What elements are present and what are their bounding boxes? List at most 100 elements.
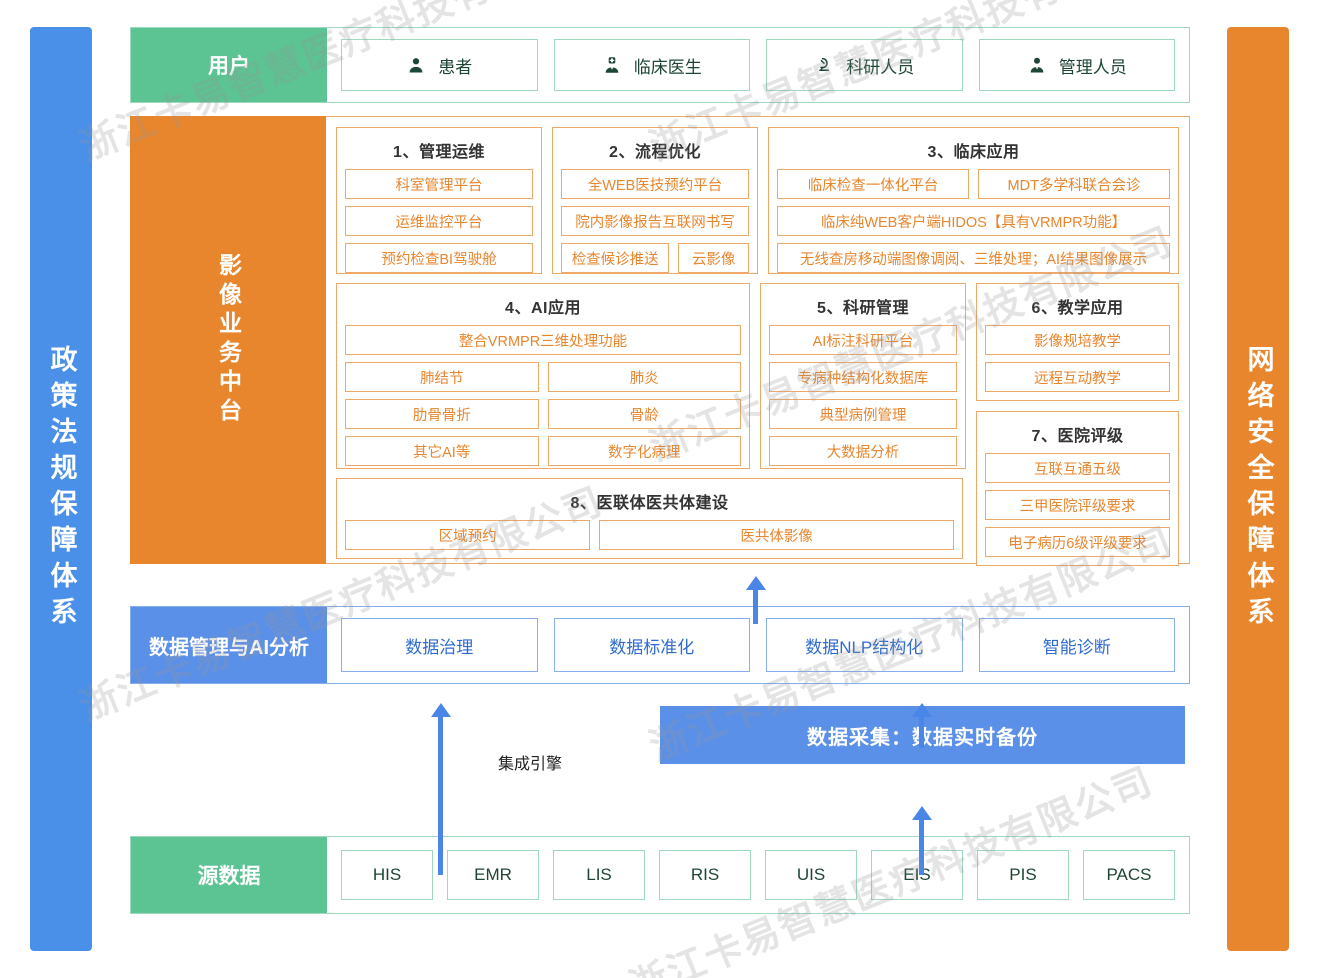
platform-cell[interactable]: 云影像 — [678, 243, 749, 273]
group-row: 影像规培教学 — [985, 325, 1170, 355]
right-banner-label: 网络安全保障体系 — [1243, 345, 1274, 633]
platform-cell[interactable]: 无线查房移动端图像调阅、三维处理；AI结果图像展示 — [777, 243, 1170, 273]
platform-cell[interactable]: 电子病历6级评级要求 — [985, 527, 1170, 557]
platform-band-bottom: 8、医联体医共体建设 区域预约 医共体影像 — [336, 478, 1179, 559]
group-row: 远程互动教学 — [985, 362, 1170, 392]
user-layer: 用户 患者 — [130, 27, 1190, 103]
user-item-administrator[interactable]: 管理人员 — [978, 39, 1175, 91]
platform-cell[interactable]: 数字化病理 — [547, 436, 741, 466]
doctor-icon — [602, 55, 622, 75]
user-item-label: 管理人员 — [1058, 57, 1127, 77]
platform-cell[interactable]: 其它AI等 — [345, 436, 539, 466]
left-banner-label: 政策法规保障体系 — [46, 345, 77, 633]
group-row: AI标注科研平台 — [769, 325, 957, 355]
platform-cell[interactable]: 肺结节 — [345, 362, 539, 392]
data-layer-label: 数据管理与AI分析 — [131, 607, 327, 683]
group-row: 三甲医院评级要求 — [985, 490, 1170, 520]
platform-cell[interactable]: 院内影像报告互联网书写 — [561, 206, 749, 236]
group-row: 临床纯WEB客户端HIDOS【具有VRMPR功能】 — [777, 206, 1170, 236]
user-item-clinician[interactable]: 临床医生 — [553, 39, 750, 91]
user-item-label: 科研人员 — [846, 57, 915, 77]
group-title: 6、教学应用 — [1031, 300, 1124, 317]
right-security-banner: 网络安全保障体系 — [1227, 27, 1289, 951]
platform-cell[interactable]: 专病种结构化数据库 — [769, 362, 957, 392]
platform-cell[interactable]: 预约检查BI驾驶舱 — [345, 243, 533, 273]
user-items: 患者 临床医生 — [327, 28, 1189, 102]
platform-cell[interactable]: 检查候诊推送 — [561, 243, 670, 273]
platform-layer-label-box: 影像业务中台 — [130, 116, 326, 564]
platform-cell[interactable]: 临床纯WEB客户端HIDOS【具有VRMPR功能】 — [777, 206, 1170, 236]
platform-cell[interactable]: 远程互动教学 — [985, 362, 1170, 392]
platform-cell[interactable]: 科室管理平台 — [345, 169, 533, 199]
platform-cell[interactable]: 肋骨骨折 — [345, 399, 539, 429]
data-items: 数据治理 数据标准化 数据NLP结构化 智能诊断 — [327, 607, 1189, 683]
group-teaching-application: 6、教学应用 影像规培教学 远程互动教学 — [976, 283, 1179, 401]
data-item-nlp-structuring[interactable]: 数据NLP结构化 — [766, 618, 963, 672]
group-title: 4、AI应用 — [505, 300, 581, 317]
platform-cell[interactable]: 临床检查一体化平台 — [777, 169, 969, 199]
group-row: 院内影像报告互联网书写 — [561, 206, 749, 236]
group-medical-alliance: 8、医联体医共体建设 区域预约 医共体影像 — [336, 478, 963, 559]
group-clinical-application: 3、临床应用 临床检查一体化平台 MDT多学科联合会诊 临床纯WEB客户端HID… — [768, 127, 1179, 274]
group-row: 大数据分析 — [769, 436, 957, 466]
group-process-optimization: 2、流程优化 全WEB医技预约平台 院内影像报告互联网书写 检查候诊推送 云影像 — [552, 127, 758, 274]
group-row: 全WEB医技预约平台 — [561, 169, 749, 199]
platform-cell[interactable]: 骨龄 — [547, 399, 741, 429]
platform-cell[interactable]: 运维监控平台 — [345, 206, 533, 236]
group-stack-teaching-rating: 6、教学应用 影像规培教学 远程互动教学 7、医院评级 互联互通五级 — [976, 283, 1179, 566]
data-item-standardization[interactable]: 数据标准化 — [553, 618, 750, 672]
manager-icon — [1027, 55, 1047, 75]
group-row: 检查候诊推送 云影像 — [561, 243, 749, 273]
source-layer-label: 源数据 — [131, 837, 327, 913]
user-item-label: 患者 — [438, 57, 473, 77]
group-row: 运维监控平台 — [345, 206, 533, 236]
group-title: 2、流程优化 — [609, 144, 701, 161]
platform-cell[interactable]: AI标注科研平台 — [769, 325, 957, 355]
group-row: 互联互通五级 — [985, 453, 1170, 483]
platform-cell[interactable]: 互联互通五级 — [985, 453, 1170, 483]
group-row: 预约检查BI驾驶舱 — [345, 243, 533, 273]
source-item-pacs[interactable]: PACS — [1083, 850, 1175, 900]
group-row: 专病种结构化数据库 — [769, 362, 957, 392]
platform-cell[interactable]: 三甲医院评级要求 — [985, 490, 1170, 520]
platform-cell[interactable]: 整合VRMPR三维处理功能 — [345, 325, 741, 355]
user-item-patient[interactable]: 患者 — [341, 39, 538, 91]
source-item-lis[interactable]: LIS — [553, 850, 645, 900]
platform-band-top: 1、管理运维 科室管理平台 运维监控平台 预约检查BI驾驶舱 2、流程优化 — [336, 127, 1179, 274]
source-item-ris[interactable]: RIS — [659, 850, 751, 900]
group-hospital-rating: 7、医院评级 互联互通五级 三甲医院评级要求 电子病历6级评级要求 — [976, 411, 1179, 566]
group-title: 1、管理运维 — [393, 144, 485, 161]
platform-cell[interactable]: MDT多学科联合会诊 — [978, 169, 1170, 199]
imaging-platform-layer: 影像业务中台 1、管理运维 科室管理平台 运维监控平台 预约检查BI驾驶 — [130, 116, 1190, 566]
group-row: 临床检查一体化平台 MDT多学科联合会诊 — [777, 169, 1170, 199]
platform-cell[interactable]: 区域预约 — [345, 520, 591, 550]
source-item-his[interactable]: HIS — [341, 850, 433, 900]
group-title: 8、医联体医共体建设 — [570, 495, 729, 512]
microscope-icon — [814, 55, 834, 75]
platform-cell[interactable]: 典型病例管理 — [769, 399, 957, 429]
platform-cell[interactable]: 全WEB医技预约平台 — [561, 169, 749, 199]
group-ai-application: 4、AI应用 整合VRMPR三维处理功能 肺结节 肺炎 肋骨骨折 骨龄 — [336, 283, 750, 469]
group-research-management: 5、科研管理 AI标注科研平台 专病种结构化数据库 典型病例管理 大数据分析 — [760, 283, 966, 469]
platform-cell[interactable]: 影像规培教学 — [985, 325, 1170, 355]
source-item-uis[interactable]: UIS — [765, 850, 857, 900]
left-policy-banner: 政策法规保障体系 — [30, 27, 92, 951]
data-item-governance[interactable]: 数据治理 — [341, 618, 538, 672]
data-item-intelligent-diagnosis[interactable]: 智能诊断 — [978, 618, 1175, 672]
group-row: 科室管理平台 — [345, 169, 533, 199]
source-item-pis[interactable]: PIS — [977, 850, 1069, 900]
platform-cell[interactable]: 肺炎 — [547, 362, 741, 392]
integration-engine-label: 集成引擎 — [497, 756, 562, 773]
source-item-eis[interactable]: EIS — [871, 850, 963, 900]
platform-cell[interactable]: 医共体影像 — [599, 520, 954, 550]
person-icon — [406, 55, 426, 75]
source-data-layer: 源数据 HIS EMR LIS RIS UIS EIS PIS PACS — [130, 836, 1190, 914]
data-collection-bar: 数据采集：数据实时备份 — [660, 706, 1185, 764]
source-item-emr[interactable]: EMR — [447, 850, 539, 900]
group-row: 区域预约 医共体影像 — [345, 520, 954, 550]
group-row: 肋骨骨折 骨龄 — [345, 399, 741, 429]
user-item-researcher[interactable]: 科研人员 — [766, 39, 963, 91]
platform-cell[interactable]: 大数据分析 — [769, 436, 957, 466]
main-stack: 用户 患者 — [130, 27, 1190, 951]
group-row: 典型病例管理 — [769, 399, 957, 429]
